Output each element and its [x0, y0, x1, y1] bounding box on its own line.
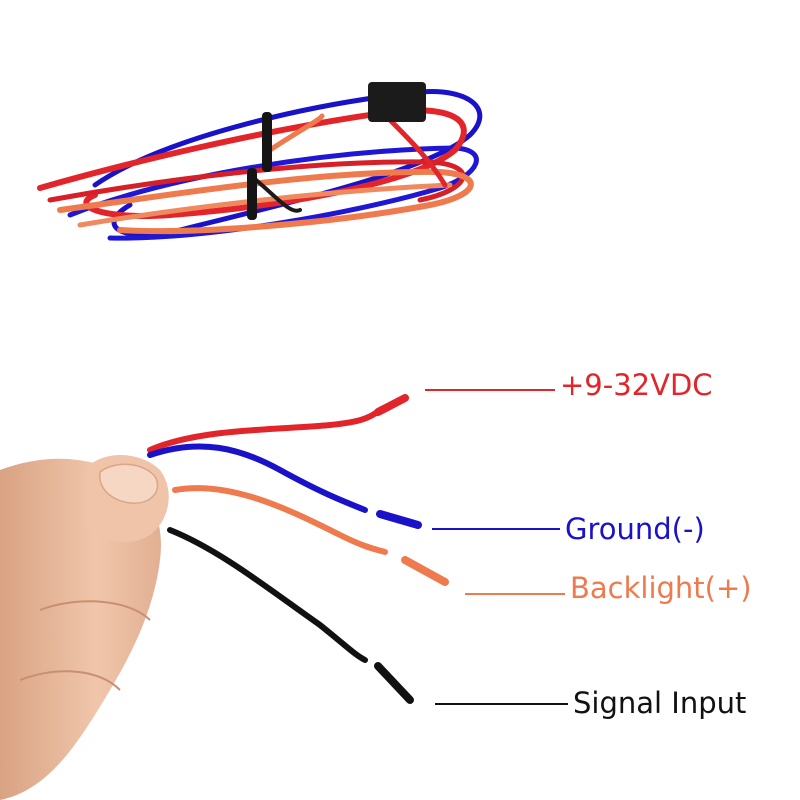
coil-orange-strand [77, 182, 453, 228]
hand-finger-fold [19, 670, 121, 691]
label-signal-input: Signal Input [573, 686, 747, 720]
hand-finger-fold [39, 600, 151, 621]
coiled-wire-bundle [37, 82, 483, 241]
wire-red [147, 407, 383, 453]
coil-orange-strand [57, 168, 474, 235]
coil-red-strand [387, 117, 448, 188]
label-ground: Ground(-) [565, 512, 705, 546]
loose-wires [147, 394, 449, 704]
coil-zip-tie [262, 112, 272, 172]
wire-blue-stripped-tip [376, 510, 422, 529]
hand-thumbnail [99, 463, 159, 504]
label-power: +9-32VDC [560, 368, 713, 402]
wire-black-stripped-tip [374, 662, 414, 704]
callout-lines [425, 389, 568, 705]
coil-zip-tie [247, 168, 257, 220]
label-backlight: Backlight(+) [570, 571, 752, 605]
wire-blue [147, 443, 368, 513]
hand [0, 455, 169, 800]
wire-orange [172, 485, 388, 555]
wire-red-stripped-tip [374, 394, 409, 416]
wire-black [167, 527, 368, 663]
hand-palm [0, 458, 161, 800]
coil-red-strand [47, 159, 466, 203]
coil-connector-housing [368, 82, 426, 122]
coil-orange-strand [267, 113, 325, 153]
wire-orange-stripped-tip [401, 556, 449, 586]
